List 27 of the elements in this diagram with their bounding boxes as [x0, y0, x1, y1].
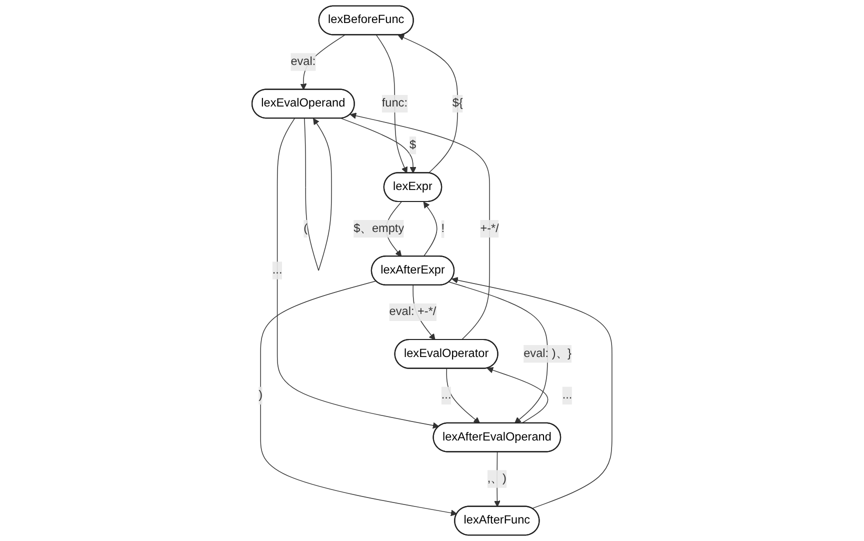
arrow [494, 452, 500, 507]
arrow [340, 118, 416, 174]
arrow [398, 34, 458, 174]
arrow [446, 368, 480, 424]
arrow [448, 282, 548, 424]
arrow [452, 277, 612, 509]
edge-label: eval: [290, 55, 316, 68]
edge-label: ... [562, 388, 572, 402]
edge-label: +-*/ [480, 222, 499, 235]
arrow [304, 118, 332, 271]
edge-label: ${ [452, 97, 463, 110]
edge-label: $、empty [354, 222, 404, 235]
edge-label: eval: +-*/ [389, 306, 436, 318]
edge-label: ( [304, 222, 308, 235]
edge-label: ! [441, 222, 445, 235]
edge-label: ,、) [487, 472, 506, 485]
edge-label: ) [258, 388, 263, 402]
arrow [376, 34, 408, 174]
edge-label: func: [382, 97, 408, 110]
edge-label: ... [441, 388, 452, 402]
arrow [276, 118, 440, 429]
edge-label: ... [272, 264, 282, 276]
arrow [486, 367, 548, 424]
edge-label: eval: )、} [524, 347, 572, 360]
arrow [423, 202, 438, 257]
arrow [260, 280, 458, 516]
edge-label: $ [409, 138, 416, 152]
